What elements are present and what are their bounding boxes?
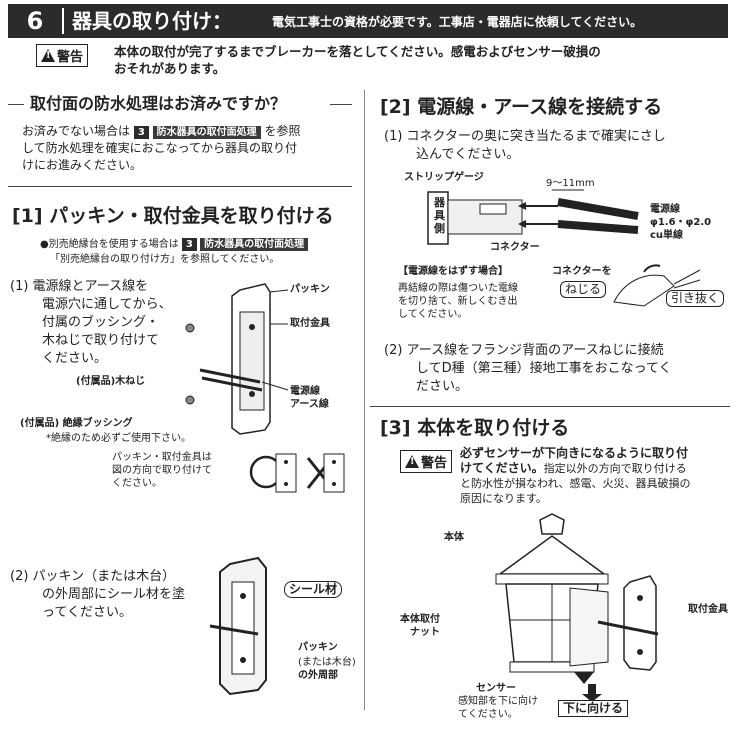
step1-note-a: ●別売絶縁台を使用する場合は xyxy=(40,239,179,250)
step2-item2-3: ださい。 xyxy=(416,379,469,394)
remove-line-2: を切り捨て、新しくむき出 xyxy=(398,296,518,307)
step1-item2-3: ってください。 xyxy=(42,605,132,620)
label-nut-1: 本体取付 xyxy=(400,614,440,625)
waterproof-line-1b: を参照 xyxy=(264,124,301,138)
remove-line-3: してください。 xyxy=(398,309,468,320)
step2-item1-2: 込んでください。 xyxy=(416,147,520,162)
label-length: 9～11mm xyxy=(546,178,595,189)
direction-note-2: 図の方向で取り付けて xyxy=(112,465,212,476)
warning-icon xyxy=(41,49,55,62)
label-bushing: (付属品) 絶縁ブッシング xyxy=(20,418,133,429)
label-screw: (付属品)木ねじ xyxy=(76,376,146,387)
label-outer-3: の外周部 xyxy=(298,670,338,681)
label-sensor-1: センサー xyxy=(476,683,516,694)
label-body: 本体 xyxy=(444,532,464,543)
label-bracket: 取付金具 xyxy=(290,318,330,329)
remove-title: 【電源線をはずす場合】 xyxy=(398,266,508,277)
label-outer-2: (または木台) xyxy=(298,657,356,668)
label-wire-1: 電源線 xyxy=(650,204,680,215)
step3-warn-2-rest: 指定以外の方向で取り付ける xyxy=(543,462,687,475)
step3-warn-2: けてください。指定以外の方向で取り付ける xyxy=(460,461,687,476)
waterproof-line-3: けにお進みください。 xyxy=(22,158,143,172)
step1-note-1: ●別売絶縁台を使用する場合は 3 防水器具の取付面処理 xyxy=(40,238,309,251)
step3-warning-badge: 警告 xyxy=(400,450,453,473)
lantern-diagram xyxy=(495,513,659,702)
step1-note-2: 「別売絶縁台の取り付け方」を参照してください。 xyxy=(50,254,280,265)
waterproof-rule-left xyxy=(8,104,24,105)
label-earth: アース線 xyxy=(290,399,329,410)
step3-title: [3] 本体を取り付ける xyxy=(380,417,570,439)
waterproof-line-1: お済みでない場合は 3 防水器具の取付面処理 を参照 xyxy=(22,123,300,140)
label-bushing-note: *絶縁のため必ずご使用下さい。 xyxy=(46,433,191,444)
step3-warning-badge-label: 警告 xyxy=(421,456,448,471)
label-seal: シール材 xyxy=(284,581,343,598)
step1-item1-5: ください。 xyxy=(42,351,108,366)
label-power: 電源線 xyxy=(290,386,320,397)
label-connector-turn: コネクターを xyxy=(552,266,612,277)
step1-item1-4: 木ねじで取り付けて xyxy=(42,333,160,348)
connector-diagram xyxy=(427,189,639,245)
step3-warn-3: と防水性が損なわれ、感電、火災、器具破損の xyxy=(460,477,691,490)
header-divider xyxy=(62,8,64,34)
step1-item1-1: (1) 電源線とアース線を xyxy=(10,279,149,294)
label-outer-1: パッキン xyxy=(298,642,338,653)
step3-warn-4: 原因になります。 xyxy=(460,492,547,505)
label-nut-2: ナット xyxy=(410,627,440,638)
waterproof-title: 取付面の防水処理はお済みですか？ xyxy=(30,94,287,113)
waterproof-rule-right xyxy=(330,104,352,105)
warning-badge-label: 警告 xyxy=(57,50,84,65)
section-note: 電気工事士の資格が必要です。工事店・電器店に依頼してください。 xyxy=(272,15,643,29)
pull-label: 引き抜く xyxy=(666,290,725,307)
ref-label: 防水器具の取付面処理 xyxy=(152,126,261,139)
waterproof-line-2: して防水処理を確実におこなってから器具の取り付 xyxy=(22,141,298,155)
step2-item1-1: (1) コネクターの奥に突き当たるまで確実にさし xyxy=(384,129,666,144)
step1-item1-2: 電源穴に通してから、 xyxy=(42,297,172,312)
step1-ref-num: 3 xyxy=(181,238,197,251)
step1-title: [1] パッキン・取付金具を取り付ける xyxy=(12,205,334,227)
hand-diagram xyxy=(613,264,701,307)
waterproof-rule-bottom xyxy=(8,186,352,187)
warning-text-2: おそれがあります。 xyxy=(114,61,226,76)
step3-warn-2-bold: けてください。 xyxy=(460,461,544,475)
seal-diagram xyxy=(209,556,267,696)
label-wire-2: φ1.6・φ2.0 xyxy=(650,217,712,228)
label-strip-gauge: ストリップゲージ xyxy=(404,172,484,183)
step1-item2-1: (2) パッキン（または木台） xyxy=(10,569,176,584)
ref-num: 3 xyxy=(133,126,149,139)
label-fixture-side: 器具側 xyxy=(434,196,445,235)
label-sensor-3: てください。 xyxy=(458,709,518,720)
section-number: 6 xyxy=(26,7,44,35)
twist-label: ねじる xyxy=(560,281,607,298)
direction-diagram xyxy=(249,453,345,493)
direction-note-3: ください。 xyxy=(112,478,162,489)
waterproof-line-1a: お済みでない場合は xyxy=(22,124,131,138)
step1-ref-label: 防水器具の取付面処理 xyxy=(200,238,309,251)
section-title: 器具の取り付け： xyxy=(72,9,232,33)
label-bracket-3: 取付金具 xyxy=(688,604,728,615)
step1-item2-2: の外周部にシール材を塗 xyxy=(42,587,186,602)
label-wire-3: cu単線 xyxy=(650,230,684,241)
label-packing: パッキン xyxy=(290,284,330,295)
step2-item2-1: (2) アース線をフランジ背面のアースねじに接続 xyxy=(384,343,664,358)
step3-warning-icon xyxy=(405,455,419,468)
step2-item2-2: してD種（第三種）接地工事をおこなってく xyxy=(416,361,672,376)
warning-badge: 警告 xyxy=(36,44,89,67)
remove-line-1: 再結線の際は傷ついた電線 xyxy=(398,283,518,294)
step2-title: [2] 電源線・アース線を接続する xyxy=(380,96,663,118)
step3-rule xyxy=(370,406,730,407)
direction-note-1: パッキン・取付金具は xyxy=(112,452,212,463)
warning-text-1: 本体の取付が完了するまでブレーカーを落としてください。感電およびセンサー破損の xyxy=(114,44,601,59)
point-down-label: 下に向ける xyxy=(558,700,629,717)
label-connector: コネクター xyxy=(490,242,540,253)
label-sensor-2: 感知部を下に向け xyxy=(458,696,538,707)
bracket-diagram xyxy=(185,283,289,435)
section-header: 6 器具の取り付け： 電気工事士の資格が必要です。工事店・電器店に依頼してくださ… xyxy=(8,4,728,38)
step1-item1-3: 付属のブッシング・ xyxy=(42,315,160,330)
step3-warn-1: 必ずセンサーが下向きになるように取り付 xyxy=(460,446,689,460)
column-divider xyxy=(364,90,365,710)
